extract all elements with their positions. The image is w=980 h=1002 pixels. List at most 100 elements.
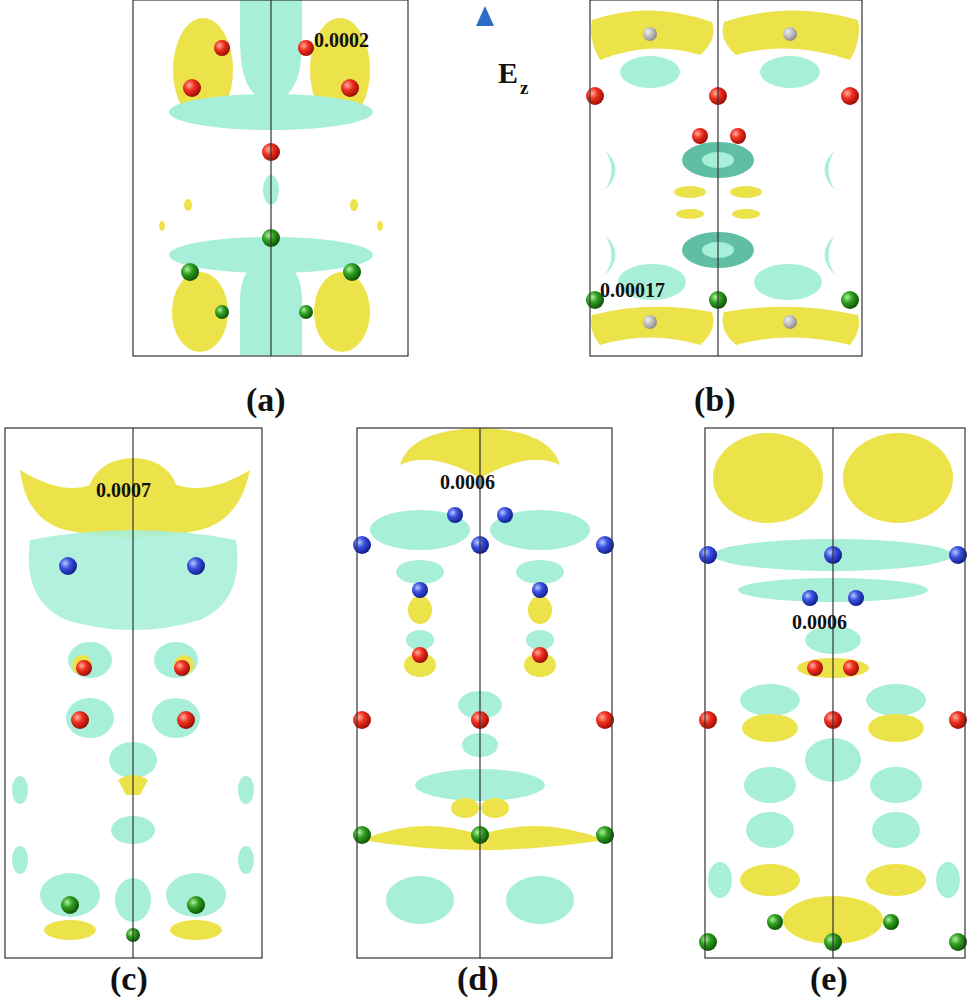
n-atom — [802, 590, 818, 606]
charge-depletion — [605, 235, 616, 275]
metal-atom — [596, 826, 614, 844]
cell-frame — [133, 0, 408, 356]
charge-accumulation — [408, 596, 432, 624]
atom — [643, 27, 657, 41]
charge-accumulation — [868, 714, 924, 742]
o-atom — [214, 40, 230, 56]
panel-label: (d) — [457, 962, 499, 996]
panel-d — [353, 428, 614, 958]
o-atom — [843, 660, 859, 676]
charge-accumulation — [723, 10, 860, 60]
charge-depletion — [866, 684, 926, 716]
n-atom — [532, 582, 548, 598]
metal-atom — [767, 914, 783, 930]
panel-c — [5, 428, 262, 958]
charge-accumulation — [591, 10, 714, 60]
charge-depletion — [825, 235, 836, 275]
o-atom — [298, 40, 314, 56]
charge-accumulation — [481, 798, 509, 818]
charge-accumulation — [44, 920, 96, 940]
charge-depletion — [870, 767, 922, 803]
atom — [783, 27, 797, 41]
charge-accumulation — [184, 199, 192, 211]
metal-atom — [181, 263, 199, 281]
charge-depletion — [760, 56, 820, 88]
charge-accumulation — [362, 826, 605, 850]
arrow-head — [476, 6, 494, 26]
isovalue-label: 0.00017 — [600, 280, 665, 300]
n-atom — [497, 507, 513, 523]
o-atom — [596, 711, 614, 729]
n-atom — [187, 557, 205, 575]
cell-frame — [5, 428, 262, 958]
isovalue-label: 0.0006 — [440, 472, 495, 492]
metal-atom — [343, 263, 361, 281]
metal-atom — [699, 933, 717, 951]
atom — [643, 315, 657, 329]
charge-accumulation — [377, 221, 383, 231]
charge-accumulation — [843, 433, 953, 523]
charge-accumulation — [159, 221, 165, 231]
metal-atom — [61, 896, 79, 914]
charge-depletion — [40, 873, 100, 917]
o-atom — [692, 128, 708, 144]
isovalue-label: 0.0002 — [314, 30, 369, 50]
panel-label: (a) — [246, 383, 286, 417]
n-atom — [59, 557, 77, 575]
o-atom — [730, 128, 746, 144]
n-atom — [447, 507, 463, 523]
arrow-shaft — [484, 22, 487, 355]
o-atom — [71, 711, 89, 729]
charge-depletion — [746, 812, 794, 848]
n-atom — [353, 536, 371, 554]
charge-depletion — [605, 150, 616, 190]
charge-depletion — [620, 56, 680, 88]
charge-depletion — [740, 684, 800, 716]
charge-depletion — [754, 264, 822, 300]
charge-accumulation — [451, 798, 479, 818]
metal-atom — [215, 305, 229, 319]
charge-depletion — [12, 776, 28, 804]
charge-depletion — [936, 862, 960, 898]
metal-atom — [841, 291, 859, 309]
n-atom — [412, 582, 428, 598]
charge-accumulation — [676, 209, 704, 219]
metal-atom — [299, 305, 313, 319]
charge-accumulation — [742, 714, 798, 742]
n-atom — [949, 546, 967, 564]
o-atom — [699, 711, 717, 729]
o-atom — [532, 647, 548, 663]
charge-depletion — [238, 846, 254, 874]
o-atom — [76, 660, 92, 676]
charge-depletion — [516, 560, 564, 584]
n-atom — [699, 546, 717, 564]
panel-label: (b) — [694, 383, 736, 417]
charge-accumulation — [723, 307, 860, 345]
o-atom — [177, 711, 195, 729]
o-atom — [412, 647, 428, 663]
charge-accumulation — [591, 307, 714, 345]
o-atom — [949, 711, 967, 729]
charge-accumulation — [72, 655, 92, 675]
o-atom — [353, 711, 371, 729]
o-atom — [586, 87, 604, 105]
charge-depletion — [872, 812, 920, 848]
panel-e — [699, 428, 967, 958]
o-atom — [183, 79, 201, 97]
panel-label: (c) — [110, 962, 148, 996]
charge-accumulation — [170, 920, 222, 940]
panel-label: (e) — [810, 962, 848, 996]
cell-line — [479, 428, 480, 958]
charge-depletion — [154, 642, 198, 678]
metal-atom — [187, 896, 205, 914]
charge-accumulation — [730, 186, 762, 198]
cell-frame — [590, 0, 862, 356]
o-atom — [807, 660, 823, 676]
isovalue-label: 0.0006 — [792, 612, 847, 632]
charge-depletion — [708, 862, 732, 898]
metal-atom — [353, 826, 371, 844]
charge-depletion — [825, 150, 836, 190]
atom — [783, 315, 797, 329]
charge-accumulation — [674, 186, 706, 198]
